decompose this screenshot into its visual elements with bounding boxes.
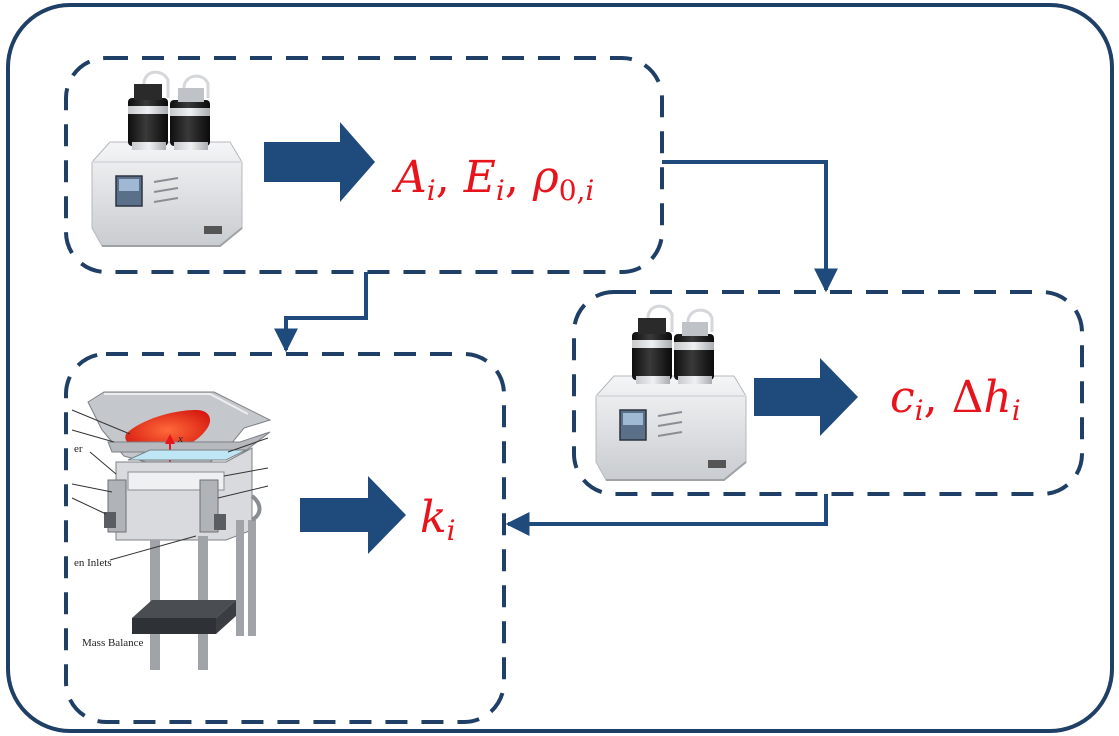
label-mass-balance: Mass Balance — [82, 637, 144, 649]
box-kinetics: Ai, Ei, ρ0,i — [64, 56, 664, 274]
process-arrow-3 — [300, 476, 406, 554]
connector-thermal-to-conductivity — [505, 494, 828, 536]
label-chamber: er — [74, 443, 83, 455]
connector-kinetics-to-conductivity — [274, 272, 368, 353]
box-conductivity: x — [64, 352, 506, 724]
process-arrow-2 — [754, 358, 858, 436]
box-thermal-properties: ci, Δhi — [572, 290, 1084, 496]
fire-propagation-apparatus-icon: x — [71, 391, 272, 670]
thermal-analyzer-icon — [90, 70, 244, 248]
thermal-analyzer-icon-2 — [594, 304, 748, 482]
outer-frame — [6, 3, 1114, 733]
output-kinetic-params: Ai, Ei, ρ0,i — [391, 152, 594, 207]
label-x: x — [177, 433, 183, 445]
label-inlets: en Inlets — [74, 557, 112, 569]
process-arrow-1 — [264, 122, 375, 202]
output-conductivity: ki — [420, 492, 456, 547]
connector-kinetics-to-thermal — [662, 160, 838, 293]
output-thermal-params: ci, Δhi — [890, 372, 1021, 427]
